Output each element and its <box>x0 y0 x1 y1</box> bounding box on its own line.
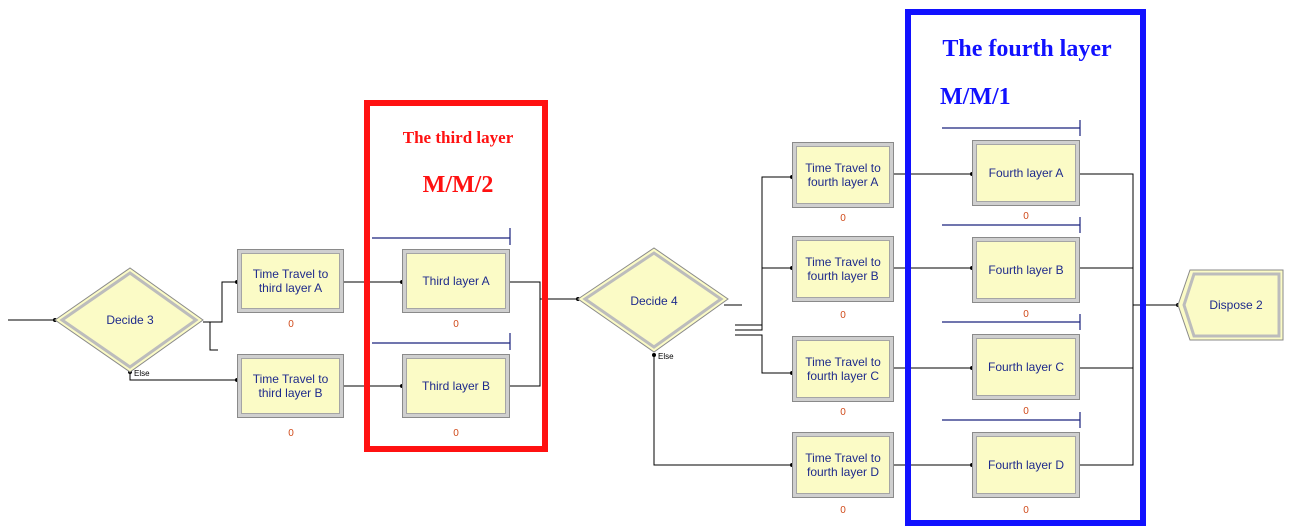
decide3-label: Decide 3 <box>106 313 154 327</box>
process-fourth-c-counter: 0 <box>1023 406 1029 417</box>
decide4-diamond[interactable] <box>577 247 729 353</box>
process-third-a[interactable]: Third layer A <box>402 249 510 313</box>
travel-fourth-c-counter: 0 <box>840 407 846 418</box>
travel-fourth-a[interactable]: Time Travel to fourth layer A <box>792 142 894 208</box>
process-fourth-c[interactable]: Fourth layer C <box>972 334 1080 400</box>
process-third-b-counter: 0 <box>453 428 459 439</box>
travel-fourth-d[interactable]: Time Travel to fourth layer D <box>792 432 894 498</box>
process-fourth-a-counter: 0 <box>1023 211 1029 222</box>
third-layer-frame <box>364 100 548 452</box>
travel-fourth-b-counter: 0 <box>840 310 846 321</box>
fourth-layer-title: The fourth layer <box>942 36 1112 62</box>
process-fourth-a[interactable]: Fourth layer A <box>972 140 1080 206</box>
process-third-b[interactable]: Third layer B <box>402 354 510 418</box>
queue-lines <box>372 120 1081 428</box>
process-fourth-b[interactable]: Fourth layer B <box>972 237 1080 303</box>
process-fourth-b-counter: 0 <box>1023 309 1029 320</box>
fourth-layer-frame <box>905 9 1146 526</box>
travel-third-a-counter: 0 <box>288 319 294 330</box>
decide3-diamond[interactable] <box>54 267 204 373</box>
travel-third-a[interactable]: Time Travel to third layer A <box>237 249 344 313</box>
travel-third-b-counter: 0 <box>288 428 294 439</box>
third-layer-title: The third layer <box>402 128 514 147</box>
travel-fourth-a-counter: 0 <box>840 213 846 224</box>
decide4-label: Decide 4 <box>630 294 678 308</box>
third-layer-model: M/M/2 <box>422 172 494 198</box>
travel-fourth-c[interactable]: Time Travel to fourth layer C <box>792 336 894 402</box>
process-third-a-counter: 0 <box>453 319 459 330</box>
decide4-else-label: Else <box>658 352 674 361</box>
fourth-layer-model: M/M/1 <box>940 84 1011 110</box>
dispose2-shape[interactable] <box>1177 269 1284 341</box>
process-fourth-d-counter: 0 <box>1023 505 1029 516</box>
process-fourth-d[interactable]: Fourth layer D <box>972 432 1080 498</box>
travel-fourth-d-counter: 0 <box>840 505 846 516</box>
travel-fourth-b[interactable]: Time Travel to fourth layer B <box>792 236 894 302</box>
dispose2-label: Dispose 2 <box>1209 298 1263 312</box>
travel-third-b[interactable]: Time Travel to third layer B <box>237 354 344 418</box>
decide3-else-label: Else <box>134 369 150 378</box>
